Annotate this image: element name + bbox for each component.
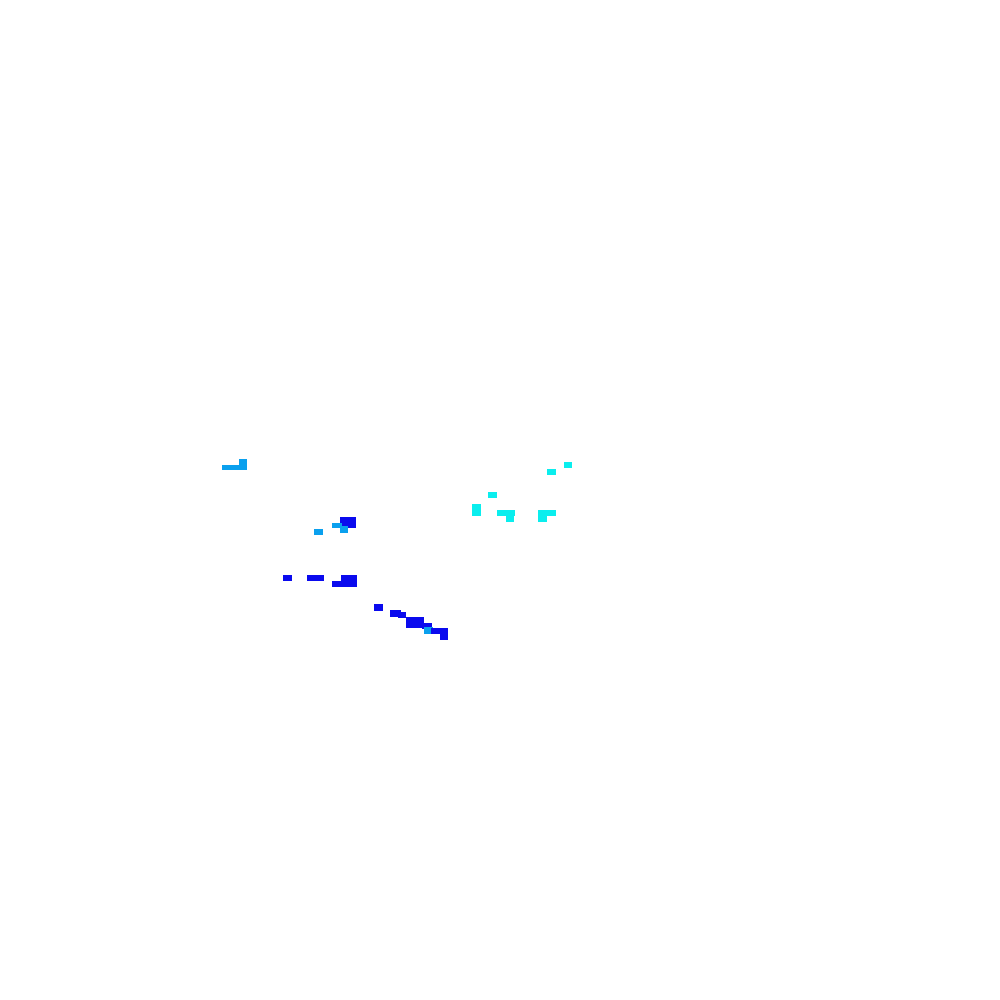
dark-blue-mark	[431, 628, 448, 634]
dark-blue-mark	[422, 623, 432, 629]
dark-blue-mark	[332, 581, 344, 587]
light-blue-mark	[239, 459, 247, 470]
cyan-mark	[547, 469, 556, 475]
dark-blue-mark	[390, 610, 401, 617]
dark-blue-mark	[340, 517, 356, 528]
light-blue-mark	[424, 627, 433, 634]
dark-blue-mark	[283, 575, 292, 581]
light-blue-mark	[340, 526, 348, 533]
cyan-mark	[538, 510, 547, 522]
dark-blue-mark	[440, 628, 448, 640]
dark-blue-mark	[341, 575, 357, 587]
dark-blue-mark	[374, 604, 383, 611]
light-blue-mark	[314, 529, 323, 535]
light-blue-mark	[222, 465, 244, 470]
dark-blue-mark	[398, 612, 406, 618]
cyan-mark	[564, 462, 572, 468]
dark-blue-mark	[307, 575, 324, 581]
cyan-mark	[488, 492, 497, 498]
light-blue-mark	[332, 523, 342, 528]
cyan-mark	[472, 504, 481, 516]
cyan-mark	[506, 510, 514, 522]
dark-blue-mark	[406, 617, 424, 628]
